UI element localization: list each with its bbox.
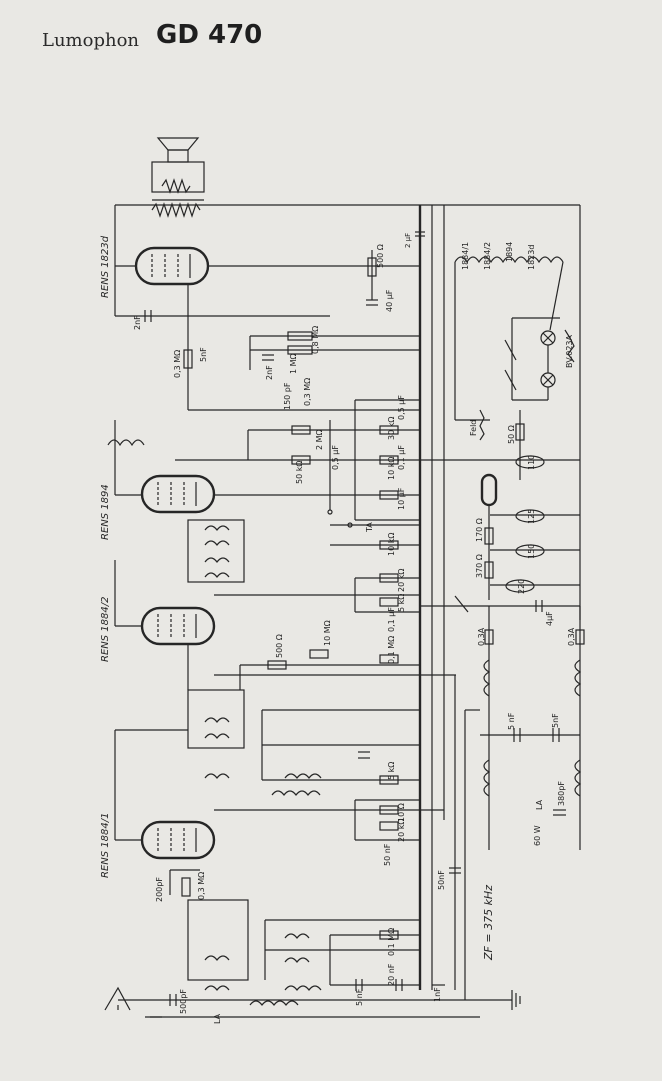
label: 0,1 µF bbox=[397, 445, 406, 470]
label: 0,3 MΩ bbox=[197, 872, 206, 900]
if-transformer-2 bbox=[187, 689, 420, 796]
if-transformer-1 bbox=[187, 519, 245, 583]
label: 10 µF bbox=[397, 487, 406, 510]
label: 1nF bbox=[433, 987, 442, 1002]
label: 10 kΩ bbox=[387, 457, 396, 480]
brand-title: Lumophon bbox=[42, 30, 139, 51]
label: 125 bbox=[527, 509, 536, 524]
label: 50 Ω bbox=[507, 425, 516, 444]
label: 0,3A bbox=[477, 627, 486, 646]
label: 220 bbox=[517, 579, 526, 594]
label: 10 kΩ bbox=[387, 533, 396, 556]
label: 20 nF bbox=[387, 963, 396, 986]
label: LA bbox=[213, 1013, 222, 1024]
label: 0,1 MΩ bbox=[387, 636, 396, 664]
label: 50nF bbox=[437, 870, 446, 890]
label: 5 kΩ bbox=[397, 594, 406, 612]
label: 2nF bbox=[133, 315, 142, 330]
label: 50 nF bbox=[383, 843, 392, 866]
label: 500 Ω bbox=[376, 244, 385, 268]
tube-label-1884-1: RENS 1884/1 bbox=[100, 813, 111, 878]
coil-label: 1823d bbox=[527, 245, 536, 270]
tube-rens-1884-1 bbox=[140, 820, 216, 860]
label: TA bbox=[365, 522, 374, 533]
label: LA bbox=[535, 799, 544, 810]
label: 500 Ω bbox=[275, 634, 284, 658]
zf-label: ZF = 375 kHz bbox=[482, 885, 495, 961]
label: 2nF bbox=[265, 365, 274, 380]
label: 370 Ω bbox=[475, 554, 484, 578]
label: 2 MΩ bbox=[315, 429, 324, 450]
label: 4µF bbox=[545, 611, 554, 626]
label: 5 nF bbox=[507, 712, 516, 730]
label: 5 nF bbox=[355, 988, 364, 1006]
label: 0,1 µF bbox=[387, 607, 396, 632]
label: 5nF bbox=[199, 347, 208, 362]
loudspeaker-icon bbox=[151, 137, 205, 218]
label: 200pF bbox=[155, 877, 164, 902]
tube-rens-1823d bbox=[134, 246, 210, 286]
label: 110 bbox=[527, 455, 536, 470]
tube-rens-1884-2 bbox=[140, 606, 216, 646]
label: 60 W bbox=[533, 825, 542, 846]
ground-icon bbox=[480, 990, 521, 1010]
label: 380pF bbox=[557, 781, 566, 806]
model-title: GD 470 bbox=[156, 20, 263, 50]
label: 2 µF bbox=[404, 233, 412, 248]
tube-label-1823d: RENS 1823d bbox=[100, 235, 111, 298]
label: 170 Ω bbox=[475, 518, 484, 542]
resistor bbox=[183, 349, 193, 369]
tube-label-1894: RENS 1894 bbox=[100, 484, 111, 540]
label: 0,3 MΩ bbox=[303, 378, 312, 406]
label: 40 µF bbox=[385, 289, 394, 312]
label: 10 MΩ bbox=[323, 620, 332, 646]
filament-coils bbox=[454, 256, 564, 420]
input-stage bbox=[187, 899, 445, 1006]
label: 0,5 µF bbox=[331, 445, 340, 470]
coil-label: 1884/2 bbox=[483, 242, 492, 270]
label: 5 kΩ bbox=[387, 762, 396, 780]
label: 20 kΩ bbox=[397, 569, 406, 592]
label: 0,3A bbox=[567, 627, 576, 646]
voltage-selector bbox=[420, 455, 580, 600]
tube-rens-1894 bbox=[140, 474, 216, 514]
label: 0,1 MΩ bbox=[387, 928, 396, 956]
label: 500pF bbox=[179, 989, 188, 1014]
label: BV.023A bbox=[565, 335, 574, 368]
tube-label-1884-2: RENS 1884/2 bbox=[100, 597, 111, 662]
label: 150 bbox=[527, 544, 536, 559]
label: 20 kΩ bbox=[397, 819, 406, 842]
coil-label: 1894 bbox=[505, 242, 514, 262]
label: 0,3 MΩ bbox=[173, 350, 182, 378]
label: 30 kΩ bbox=[387, 417, 396, 440]
label: 0,8 MΩ bbox=[311, 326, 320, 354]
label: Feld bbox=[469, 420, 478, 436]
label: 1 MΩ bbox=[289, 353, 298, 374]
antenna-icon bbox=[104, 986, 177, 1018]
label: 50 kΩ bbox=[295, 461, 304, 484]
label: 5nF bbox=[551, 713, 560, 728]
label: 0,5 µF bbox=[397, 395, 406, 420]
label: 10 Ω bbox=[397, 803, 406, 822]
label: 150 pF bbox=[283, 382, 292, 410]
coil-label: 1884/1 bbox=[461, 242, 470, 270]
